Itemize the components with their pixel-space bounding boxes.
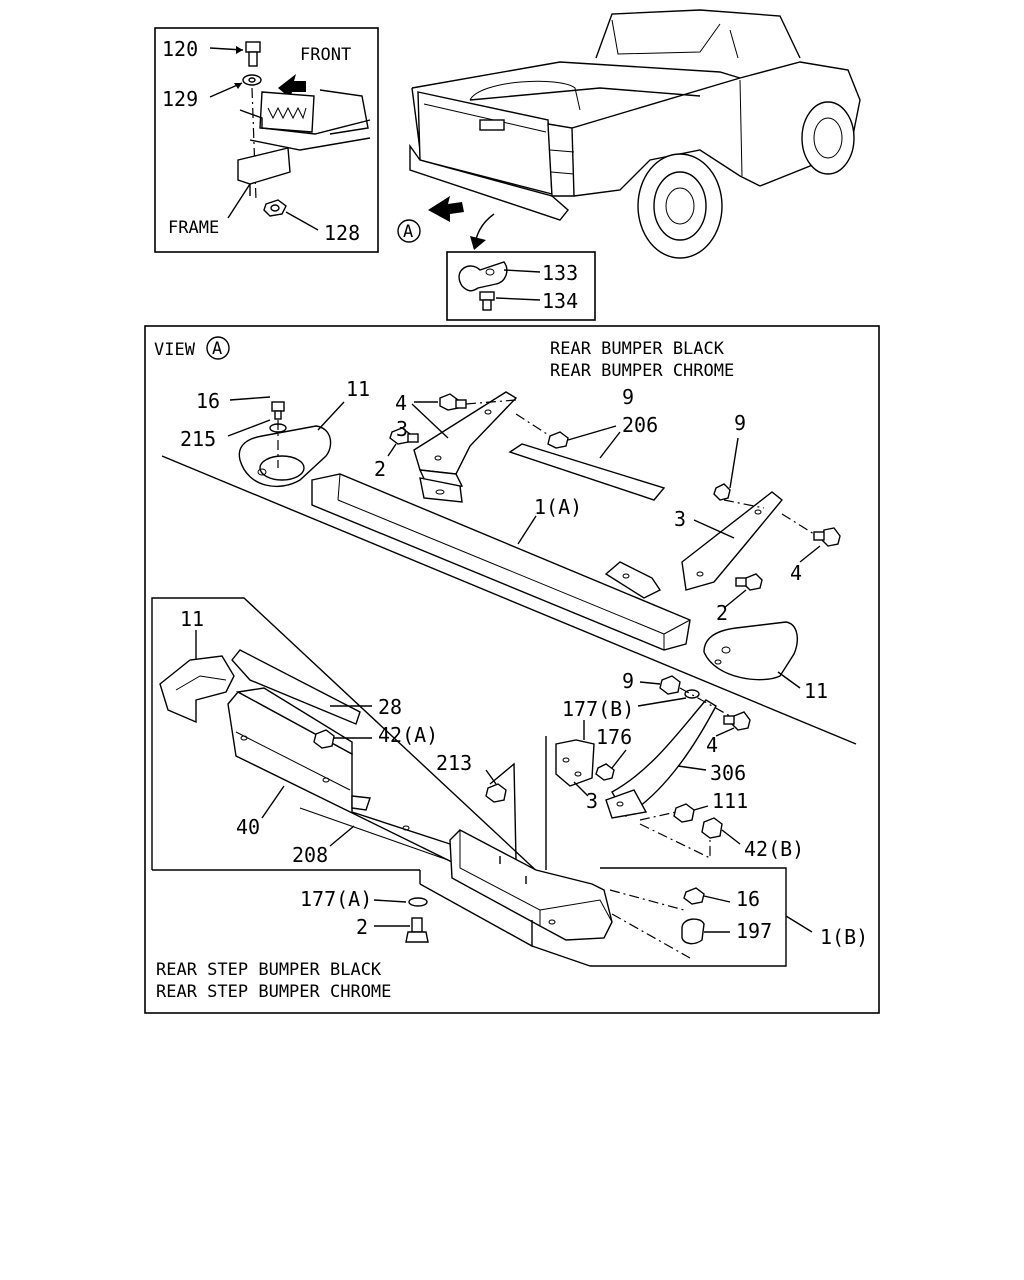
callout-11-right: 11 [804,679,828,703]
bolt-4-upper-left [439,393,459,411]
front-wheel [801,101,855,175]
bolt-16-lower [683,887,705,905]
footer-line-1: REAR STEP BUMPER BLACK [156,960,382,980]
callout-11-upper-left: 11 [346,377,370,401]
callout-16-lower: 16 [736,887,760,911]
nut-42b [701,817,723,839]
header-line-1: REAR BUMPER BLACK [550,339,725,359]
callout-1a: 1(A) [534,495,582,519]
callout-9-upper: 9 [622,385,634,409]
callout-197: 197 [736,919,772,943]
callout-16-upper: 16 [196,389,220,413]
label-frame: FRAME [168,218,219,238]
callout-2-upper-left: 2 [374,457,386,481]
step-bumper-assembly [151,597,813,967]
bracket-3-lower [555,739,595,787]
corner-cap-11-left [159,655,235,724]
label-133: 133 [542,261,578,285]
step-pad-28 [231,649,361,725]
callout-4-upper-left: 4 [395,391,407,415]
view-marker-letter: A [403,222,413,242]
label-134: 134 [542,289,578,313]
callout-177b: 177(B) [562,697,634,721]
nut-9-upper [547,431,569,449]
callout-176: 176 [596,725,632,749]
callout-3-upper-left: 3 [396,417,408,441]
nut-111 [673,803,695,823]
nut-9-lower [659,675,681,695]
callout-213: 213 [436,751,472,775]
bracket-3-right [681,491,783,591]
footer-line-2: REAR STEP BUMPER CHROME [156,982,391,1002]
clip-213 [485,783,507,803]
view-marker-circle [397,219,421,243]
washer-177a [408,897,428,907]
callout-3-right: 3 [674,507,686,531]
mounting-detail-inset [154,27,379,253]
header-line-2: REAR BUMPER CHROME [550,361,734,381]
upper-bumper-assembly [227,391,841,689]
hook-inset [446,251,596,321]
callout-206: 206 [622,413,658,437]
callout-1b: 1(B) [820,925,868,949]
tow-hook-133 [458,261,508,292]
frame-bracket [237,147,291,185]
bolt-16-upper [271,401,285,412]
view-a-marker-circle [206,336,230,360]
step-bumper-end [449,829,613,941]
bolt-4-lower [731,711,751,731]
callout-111: 111 [712,789,748,813]
callout-3-lower: 3 [586,789,598,813]
nut-42a [313,729,335,749]
stay-306 [611,699,717,817]
hook-inset-frame [446,251,596,321]
trim-plate-206 [508,443,666,501]
callout-42b: 42(B) [744,837,804,861]
bolt-2-lower [411,917,423,933]
callout-4-lower: 4 [706,733,718,757]
bolt-2-right [743,573,763,591]
callout-28: 28 [378,695,402,719]
bolt-4-right [821,527,841,547]
callout-208: 208 [292,843,328,867]
view-arrow [428,196,464,222]
view-a-title: VIEW [154,340,196,360]
callout-2-right: 2 [716,601,728,625]
callout-2-lower: 2 [356,915,368,939]
label-128: 128 [324,221,360,245]
nut-9-right [713,483,731,501]
bumper-beam-1a [311,473,691,651]
callout-4-right: 4 [790,561,802,585]
bolt-134 [479,291,495,301]
label-front: FRONT [300,45,351,65]
spacer-176 [595,763,615,781]
separator-line [161,455,857,745]
callout-42a: 42(A) [378,723,438,747]
pickup-truck-illustration [397,9,861,259]
washer-177b [684,689,700,699]
callout-306: 306 [710,761,746,785]
view-a-frame [144,325,880,1014]
label-120: 120 [162,37,198,61]
label-129: 129 [162,87,198,111]
bolt-120 [245,41,261,53]
callout-177a: 177(A) [300,887,372,911]
callout-40: 40 [236,815,260,839]
callout-9-right: 9 [734,411,746,435]
callout-9-lower: 9 [622,669,634,693]
inset-frame [154,27,379,253]
front-arrow [278,74,306,98]
view-a-marker-letter: A [212,339,222,359]
callout-11-lower-left: 11 [180,607,204,631]
callout-215: 215 [180,427,216,451]
end-cap-11-right [703,621,798,681]
nut-197 [681,918,705,945]
